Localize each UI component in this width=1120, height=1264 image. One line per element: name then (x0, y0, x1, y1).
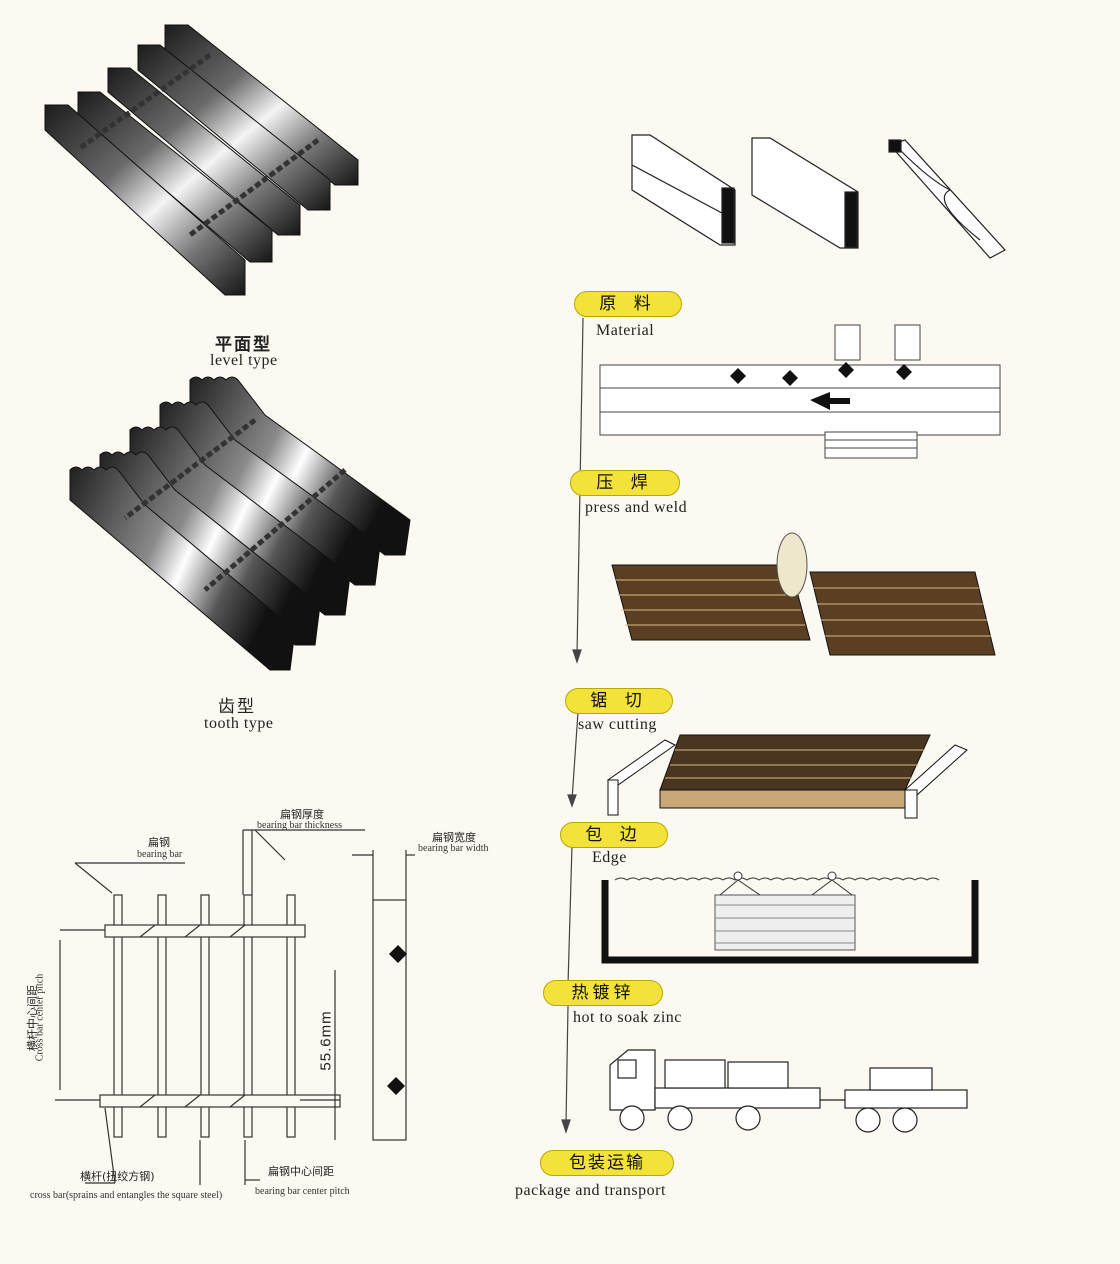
tooth-cross-bars (123, 418, 347, 592)
cut-panel (607, 734, 968, 819)
step-package-label: 包装运输 (540, 1150, 674, 1176)
step-press-weld-en: press and weld (585, 499, 688, 516)
width-cn: 扁钢宽度 (432, 831, 476, 844)
cross-bar-cn: 横杆(扭绞方钢) (80, 1170, 155, 1183)
step-saw-cutting-label: 锯 切 (565, 688, 673, 714)
tooth-bearing-bars (69, 376, 411, 671)
press-weld-markers (730, 362, 912, 410)
level-type-en: level type (210, 352, 278, 369)
bearing-pitch-en: bearing bar center pitch (255, 1186, 350, 1197)
bearing-bar-en: bearing bar (137, 849, 183, 860)
step-saw-cutting-en: saw cutting (578, 716, 657, 733)
width-en: bearing bar width (418, 843, 489, 854)
transport-truck (609, 1049, 968, 1133)
pitch-value: 55.6mm (317, 1010, 335, 1071)
material-pieces (631, 134, 1006, 259)
step-material-en: Material (596, 322, 655, 339)
zinc-bath (601, 871, 979, 964)
bearing-pitch-cn: 扁钢中心间距 (268, 1165, 334, 1178)
level-type-cn: 平面型 (215, 335, 272, 355)
step-package-en: package and transport (515, 1182, 666, 1199)
step-galvanize-label: 热镀锌 (543, 980, 663, 1006)
step-material-label: 原 料 (574, 291, 682, 317)
thickness-cn: 扁钢厚度 (280, 808, 324, 821)
step-edge-en: Edge (592, 849, 627, 866)
tooth-type-cn: 齿型 (218, 697, 256, 717)
cross-pitch-en: Cross bar center pitch (34, 973, 46, 1062)
dimension-diamonds (387, 945, 407, 1095)
press-weld-machine (599, 324, 1001, 459)
dimension-drawing (55, 829, 415, 1185)
thickness-en: bearing bar thickness (257, 820, 342, 831)
welded-panels (611, 532, 996, 656)
step-edge-label: 包 边 (560, 822, 668, 848)
tooth-type-en: tooth type (204, 715, 274, 732)
level-bearing-bars (44, 24, 359, 296)
step-galvanize-en: hot to soak zinc (573, 1009, 682, 1026)
step-press-weld-label: 压 焊 (570, 470, 680, 496)
bearing-bar-cn: 扁钢 (148, 836, 170, 849)
cross-bar-en: cross bar(sprains and entangles the squa… (30, 1190, 223, 1201)
